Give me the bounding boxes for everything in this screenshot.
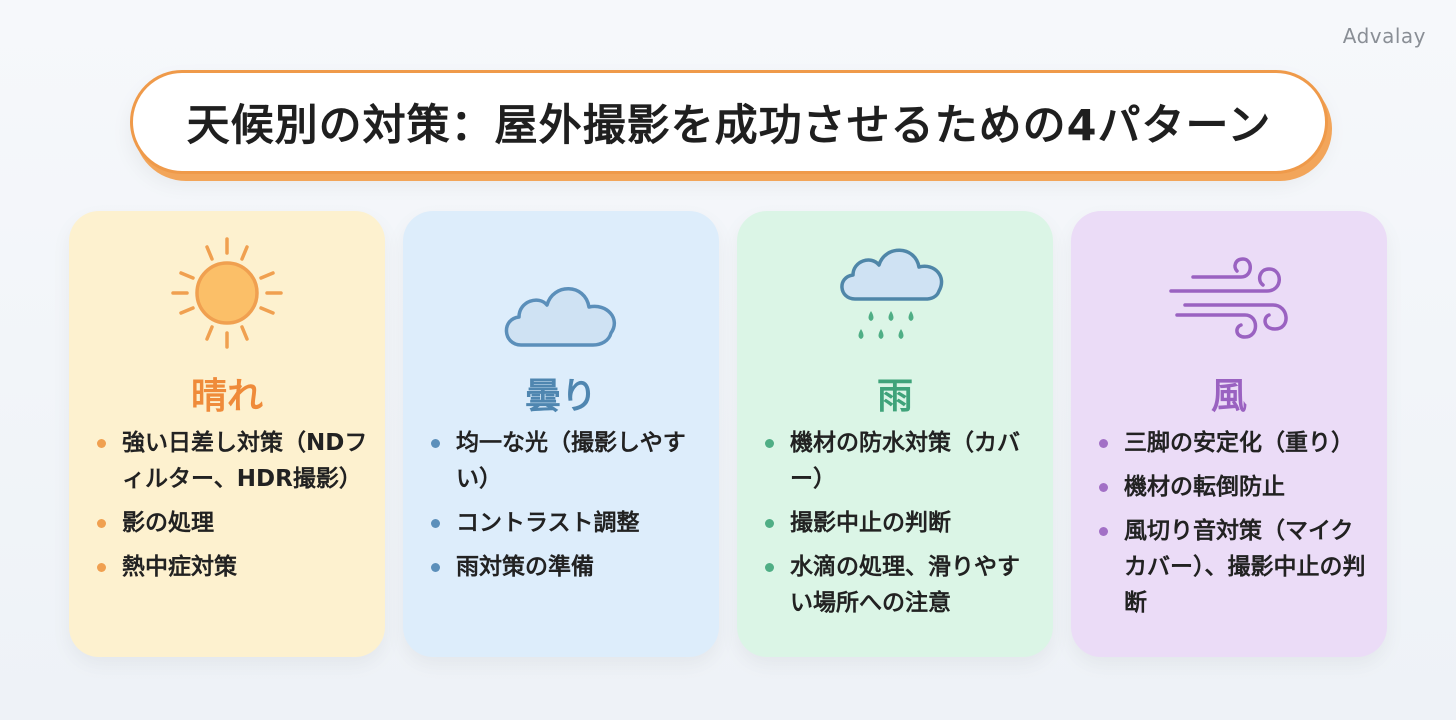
bullet-dot (97, 519, 106, 528)
bullet-dot (1099, 527, 1108, 536)
bullet-dot (431, 563, 440, 572)
bullet-dot (765, 563, 774, 572)
list-item: 水滴の処理、滑りやすい場所への注意 (764, 549, 1036, 621)
bullet-dot (97, 439, 106, 448)
card-title: 風 (1210, 376, 1247, 417)
brand-logo-text: Advalay (1342, 24, 1426, 48)
card-rain: 雨 機材の防水対策（カバー） 撮影中止の判断 水滴の処理、滑りやすい場所への注意 (737, 211, 1053, 657)
list-item: 強い日差し対策（NDフィルター、HDR撮影） (96, 425, 368, 497)
wind-icon (1149, 233, 1309, 353)
list-item: 均一な光（撮影しやすい） (430, 425, 702, 497)
card-title: 曇り (524, 376, 597, 417)
list-item: 熱中症対策 (96, 549, 368, 585)
card-title: 晴れ (190, 376, 263, 417)
card-cloudy: 曇り 均一な光（撮影しやすい） コントラスト調整 雨対策の準備 (403, 211, 719, 657)
list-item: 機材の転倒防止 (1098, 469, 1370, 505)
bullet-list: 均一な光（撮影しやすい） コントラスト調整 雨対策の準備 (430, 425, 702, 593)
list-item: 風切り音対策（マイクカバー）、撮影中止の判断 (1098, 513, 1370, 621)
bullet-dot (431, 519, 440, 528)
bullet-list: 強い日差し対策（NDフィルター、HDR撮影） 影の処理 熱中症対策 (96, 425, 368, 593)
list-item: 機材の防水対策（カバー） (764, 425, 1036, 497)
bullet-dot (97, 563, 106, 572)
bullet-dot (431, 439, 440, 448)
list-item: 三脚の安定化（重り） (1098, 425, 1370, 461)
page-title: 天候別の対策：屋外撮影を成功させるための4パターン (186, 101, 1272, 151)
list-item: 影の処理 (96, 505, 368, 541)
cloud-icon (481, 233, 641, 353)
bullet-list: 機材の防水対策（カバー） 撮影中止の判断 水滴の処理、滑りやすい場所への注意 (764, 425, 1036, 629)
list-item: 撮影中止の判断 (764, 505, 1036, 541)
list-item: コントラスト調整 (430, 505, 702, 541)
rain-cloud-icon (815, 233, 975, 353)
bullet-dot (1099, 483, 1108, 492)
bullet-list: 三脚の安定化（重り） 機材の転倒防止 風切り音対策（マイクカバー）、撮影中止の判… (1098, 425, 1370, 629)
bullet-dot (765, 439, 774, 448)
bullet-dot (1099, 439, 1108, 448)
list-item: 雨対策の準備 (430, 549, 702, 585)
sun-icon (147, 233, 307, 353)
card-wind: 風 三脚の安定化（重り） 機材の転倒防止 風切り音対策（マイクカバー）、撮影中止… (1071, 211, 1387, 657)
title-banner: 天候別の対策：屋外撮影を成功させるための4パターン (130, 70, 1328, 174)
card-sunny: 晴れ 強い日差し対策（NDフィルター、HDR撮影） 影の処理 熱中症対策 (69, 211, 385, 657)
card-title: 雨 (876, 376, 913, 417)
bullet-dot (765, 519, 774, 528)
